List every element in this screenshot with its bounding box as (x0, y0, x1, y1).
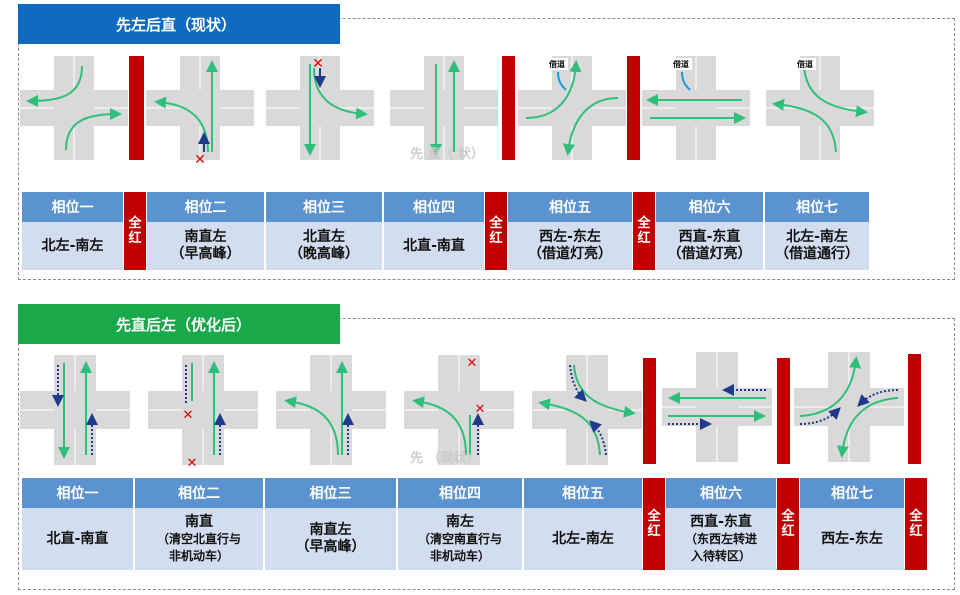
bottom-phase2-diagram: ✕ ✕ (148, 355, 258, 471)
bottom-phase1-cell: 北直-南直 (22, 508, 133, 570)
bottom-all-red-3: 全红 (905, 478, 927, 570)
top-section-frame (18, 18, 955, 280)
top-section-title: 先左后直（现状） (18, 4, 340, 44)
bottom-section-title: 先直后左（优化后） (18, 304, 340, 344)
bottom-phase6-diagram (662, 352, 772, 462)
top-phase3-cell: 北直左（晚高峰） (266, 222, 382, 270)
top-phase2-cell: 南直左（早高峰） (147, 222, 264, 270)
top-all-red-3: 全红 (633, 192, 655, 270)
bottom-all-red-2: 全红 (777, 478, 799, 570)
top-phase6-header: 相位六 (656, 192, 763, 222)
top-phase6-diagram: 借道 (642, 56, 750, 160)
top-all-red-bar-1 (129, 56, 144, 160)
bottom-phase2-header: 相位二 (135, 478, 263, 508)
bottom-phase4-header: 相位四 (398, 478, 522, 508)
bottom-all-red-bar-1 (643, 358, 656, 464)
top-phase2-header: 相位二 (147, 192, 264, 222)
bottom-phase5-diagram (532, 355, 642, 465)
bottom-section-frame (18, 318, 955, 590)
bottom-phase7-header: 相位七 (800, 478, 904, 508)
svg-text:✕: ✕ (183, 408, 194, 423)
top-phase7-diagram: 借道 (766, 56, 874, 160)
top-phase3-header: 相位三 (266, 192, 382, 222)
top-phase7-sign: 借道 (796, 59, 813, 69)
bottom-phase7-diagram (794, 352, 904, 462)
top-phase4-cell: 北直-南直 (384, 222, 484, 270)
top-phase3-diagram: ✕ (266, 56, 374, 160)
top-phase7-header: 相位七 (765, 192, 869, 222)
bottom-phase4-cell: 南左 （清空南直行与 非机动车） (398, 508, 522, 570)
bottom-watermark: 先 （现状） (410, 451, 480, 466)
top-phase2-diagram: ✕ (146, 56, 254, 168)
svg-text:✕: ✕ (194, 152, 206, 168)
top-phase4-diagram (390, 56, 498, 160)
top-phase5-diagram: 借道 (518, 56, 626, 160)
top-phase6-cell: 西直-东直（借道灯亮） (656, 222, 763, 270)
bottom-phase5-header: 相位五 (524, 478, 642, 508)
bottom-all-red-bar-3 (908, 354, 921, 464)
bottom-all-red-1: 全红 (643, 478, 665, 570)
top-phase1-cell: 北左-南左 (22, 222, 123, 270)
top-phase5-header: 相位五 (508, 192, 632, 222)
top-phase6-sign: 借道 (672, 59, 689, 69)
svg-text:✕: ✕ (475, 402, 486, 417)
bottom-phase7-cell: 西左-东左 (800, 508, 904, 570)
bottom-phase3-diagram (276, 355, 386, 465)
bottom-phase1-header: 相位一 (22, 478, 133, 508)
svg-text:✕: ✕ (467, 356, 478, 371)
bottom-all-red-bar-2 (777, 358, 790, 464)
bottom-phase2-cell: 南直 （清空北直行与 非机动车） (135, 508, 263, 570)
top-all-red-bar-2 (502, 56, 515, 160)
bottom-phase6-cell: 西直-东直 （东西左转进 入待转区） (666, 508, 776, 570)
bottom-phase3-header: 相位三 (265, 478, 396, 508)
top-phase7-cell: 北左-南左（借道通行） (765, 222, 869, 270)
top-all-red-2: 全红 (485, 192, 507, 270)
bottom-phase6-header: 相位六 (666, 478, 776, 508)
top-phase1-text: 北左-南左 (41, 237, 104, 254)
bottom-phase4-diagram: ✕ ✕ (404, 355, 514, 465)
top-phase4-header: 相位四 (384, 192, 484, 222)
top-watermark: 先 直（ 状） (410, 147, 485, 162)
bottom-phase5-cell: 北左-南左 (524, 508, 642, 570)
svg-text:✕: ✕ (187, 456, 198, 471)
top-phase1-header: 相位一 (22, 192, 123, 222)
bottom-phase3-cell: 南直左 （早高峰） (265, 508, 396, 570)
svg-text:✕: ✕ (312, 56, 324, 72)
top-all-red-1: 全红 (124, 192, 146, 270)
top-phase1-diagram (20, 56, 128, 160)
top-all-red-bar-3 (627, 56, 640, 160)
top-phase5-cell: 西左-东左（借道灯亮） (508, 222, 632, 270)
top-phase5-sign: 借道 (548, 59, 565, 69)
bottom-phase1-diagram (20, 355, 130, 465)
